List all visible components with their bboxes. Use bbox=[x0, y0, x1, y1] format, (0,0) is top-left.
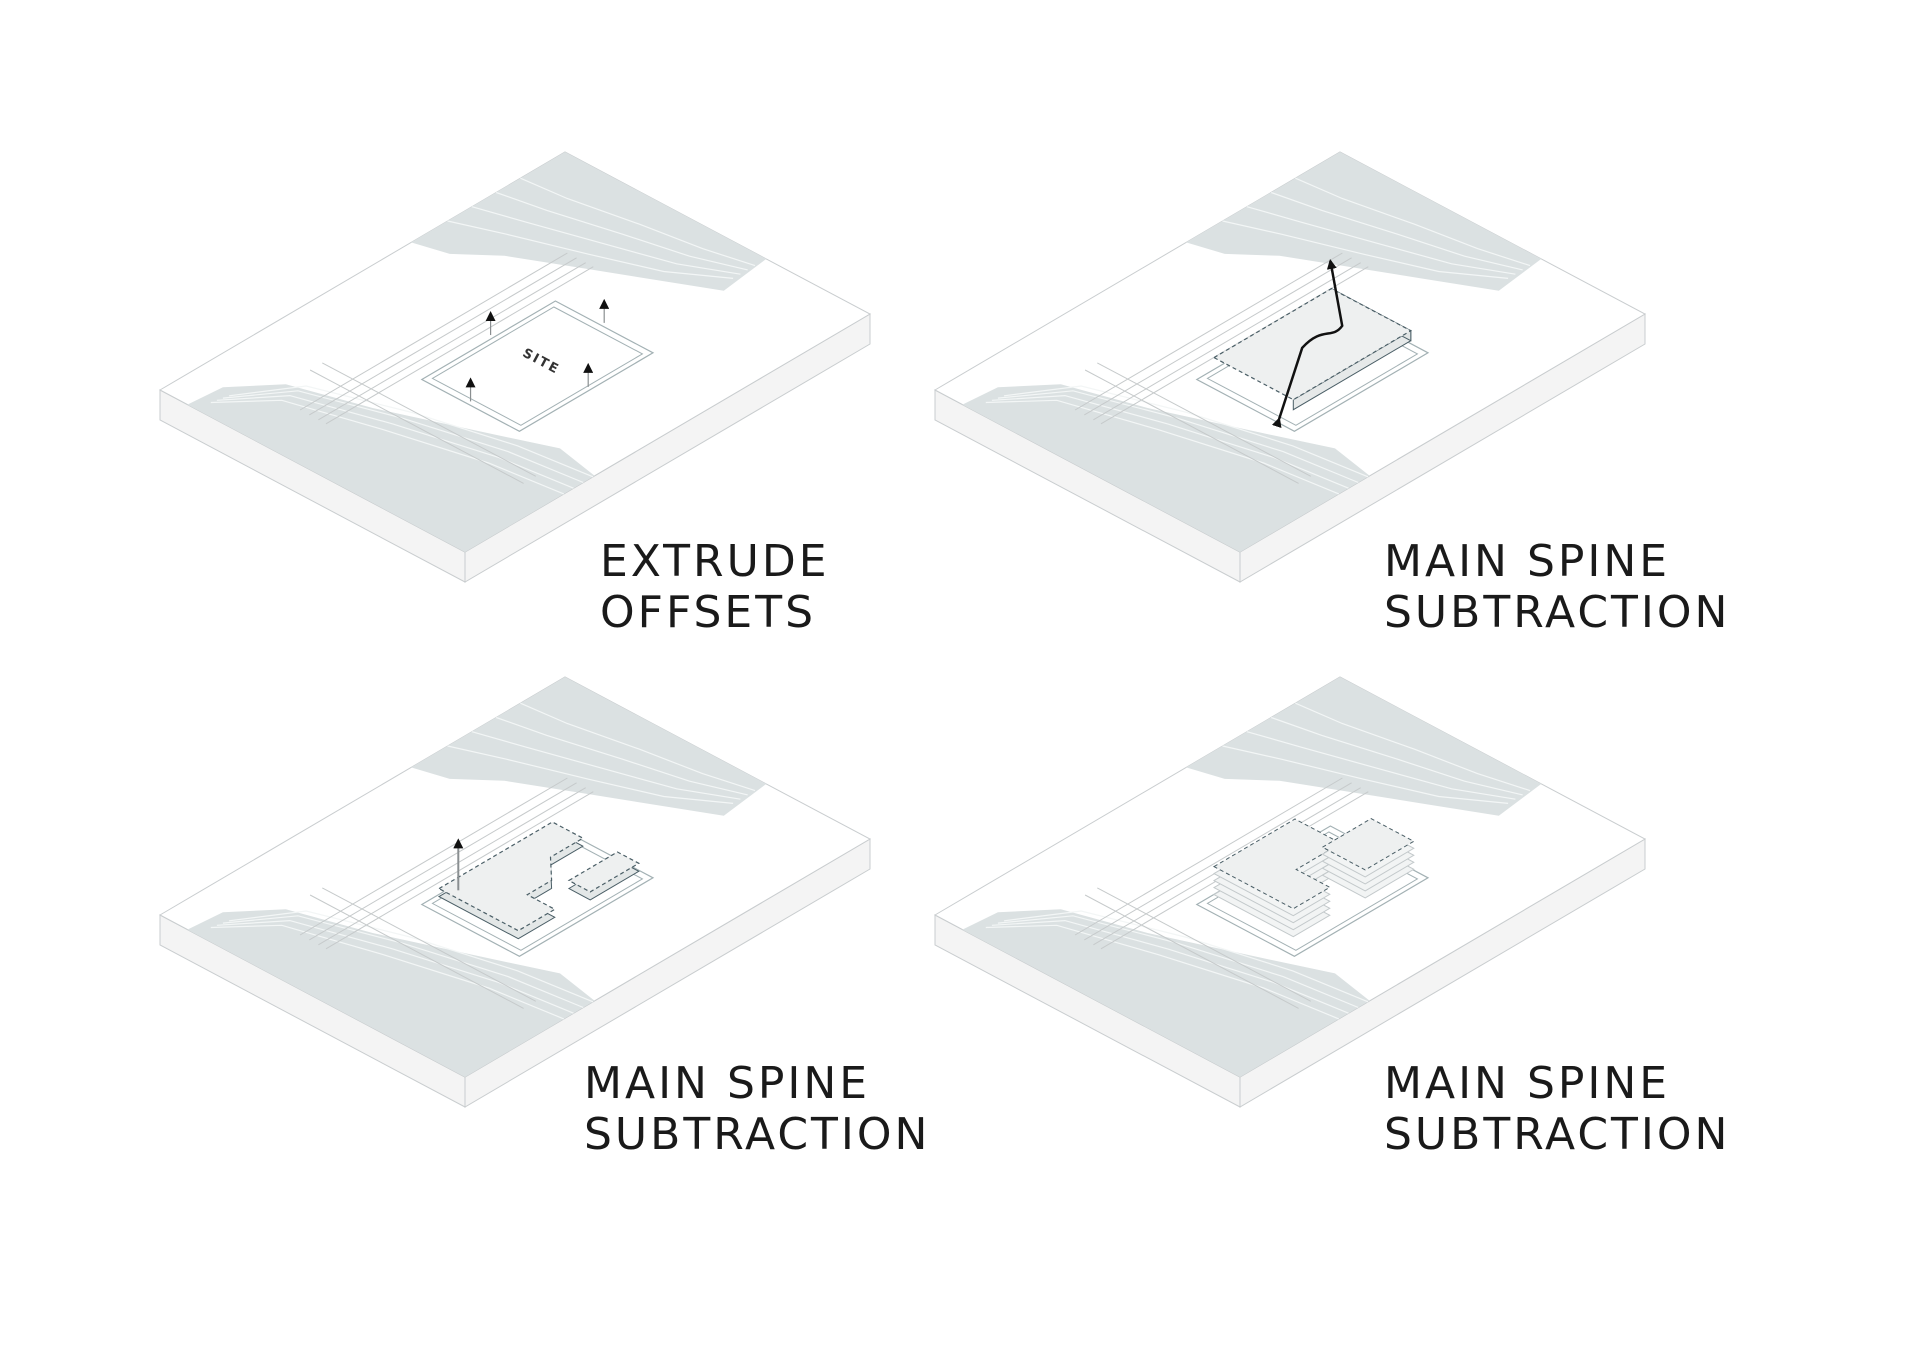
caption-line-1: MAIN SPINE bbox=[1384, 536, 1671, 587]
panel-main-spine-subtraction-2 bbox=[158, 676, 872, 1108]
road-line bbox=[325, 791, 594, 950]
water-contour bbox=[520, 177, 756, 267]
caption-line-1: MAIN SPINE bbox=[584, 1058, 871, 1109]
caption-line-2: SUBTRACTION bbox=[584, 1109, 931, 1160]
water-contour bbox=[222, 915, 584, 1009]
water-contour bbox=[496, 716, 748, 796]
water-contour bbox=[991, 919, 1349, 1014]
water-contour bbox=[1003, 910, 1369, 1003]
water-contour bbox=[1295, 177, 1531, 267]
panel-main-spine-subtraction-1 bbox=[933, 151, 1647, 583]
road-line bbox=[309, 369, 524, 484]
caption-line-1: EXTRUDE bbox=[600, 536, 830, 587]
caption-line-2: OFFSETS bbox=[600, 587, 817, 638]
water-body-right bbox=[1186, 677, 1542, 816]
water-contour bbox=[520, 702, 756, 792]
water-contour bbox=[222, 390, 584, 484]
water-contour bbox=[985, 924, 1340, 1020]
mass-layer bbox=[1212, 818, 1342, 910]
road-line bbox=[1074, 777, 1343, 936]
water-contour bbox=[997, 915, 1359, 1009]
road-line bbox=[309, 894, 524, 1009]
water-contour bbox=[1003, 385, 1369, 478]
water-contour bbox=[471, 731, 741, 800]
site-boundary bbox=[420, 300, 655, 432]
water-contour bbox=[216, 919, 574, 1014]
water-body-left bbox=[962, 384, 1370, 552]
caption-line-2: SUBTRACTION bbox=[1384, 1109, 1731, 1160]
site-model bbox=[933, 151, 1647, 583]
water-contour bbox=[210, 399, 565, 495]
water-contour bbox=[1295, 702, 1531, 792]
water-contour bbox=[1222, 745, 1509, 804]
caption-line-1: MAIN SPINE bbox=[1384, 1058, 1671, 1109]
site-model bbox=[158, 676, 872, 1108]
water-contour bbox=[216, 394, 574, 489]
water-contour bbox=[1222, 220, 1509, 279]
site-model bbox=[933, 676, 1647, 1108]
site-model: SITE bbox=[158, 151, 872, 583]
road-line bbox=[318, 787, 586, 946]
road-line bbox=[1084, 369, 1299, 484]
water-contour bbox=[1271, 716, 1523, 796]
water-body-right bbox=[1186, 152, 1542, 291]
water-contour bbox=[997, 390, 1359, 484]
road-line bbox=[1084, 782, 1352, 941]
water-body-right bbox=[411, 152, 767, 291]
site-boundary-inner bbox=[431, 306, 644, 426]
water-contour bbox=[985, 399, 1340, 495]
water-contour bbox=[228, 910, 594, 1003]
road-line bbox=[299, 252, 568, 411]
mass-piece-b bbox=[567, 851, 641, 893]
road-line bbox=[1097, 887, 1312, 1002]
road-line bbox=[309, 782, 577, 941]
spine-arrow-icon bbox=[1271, 258, 1344, 429]
water-contour bbox=[1246, 731, 1516, 800]
panel-main-spine-subtraction-3 bbox=[933, 676, 1647, 1108]
water-contour bbox=[496, 191, 748, 271]
water-contour bbox=[1271, 191, 1523, 271]
road-line bbox=[1097, 362, 1312, 477]
road-line bbox=[318, 262, 586, 421]
road-line bbox=[1084, 894, 1299, 1009]
mass-piece-a bbox=[437, 821, 585, 932]
caption-extrude-offsets: EXTRUDE OFFSETS bbox=[600, 536, 830, 638]
water-body-right bbox=[411, 677, 767, 816]
road-line bbox=[325, 266, 594, 425]
panel-extrude-offsets: SITE bbox=[158, 151, 872, 583]
caption-main-spine-1: MAIN SPINE SUBTRACTION bbox=[1384, 536, 1730, 638]
water-contour bbox=[210, 924, 565, 1020]
caption-line-2: SUBTRACTION bbox=[1384, 587, 1731, 638]
road-line bbox=[322, 362, 537, 477]
water-contour bbox=[991, 394, 1349, 489]
caption-main-spine-2: MAIN SPINE SUBTRACTION bbox=[584, 1058, 930, 1160]
water-contour bbox=[228, 385, 594, 478]
water-contour bbox=[1246, 206, 1516, 275]
water-contour bbox=[447, 220, 734, 279]
road-line bbox=[309, 257, 577, 416]
road-line bbox=[322, 887, 537, 1002]
water-body-left bbox=[187, 909, 595, 1077]
water-contour bbox=[471, 206, 741, 275]
mass-layer bbox=[1321, 818, 1415, 871]
water-contour bbox=[447, 745, 734, 804]
water-body-left bbox=[962, 909, 1370, 1077]
road-line bbox=[299, 777, 568, 936]
water-body-left bbox=[187, 384, 595, 552]
caption-main-spine-3: MAIN SPINE SUBTRACTION bbox=[1384, 1058, 1730, 1160]
